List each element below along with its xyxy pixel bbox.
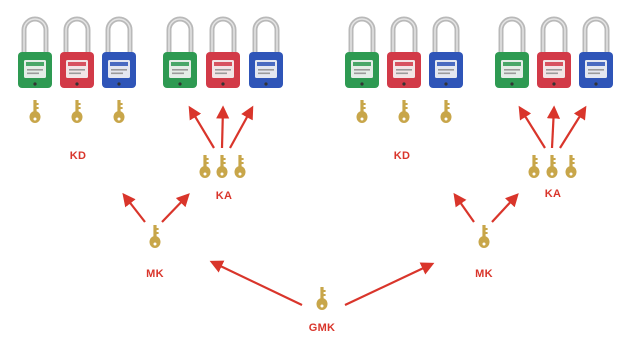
mk-key-icon [149, 225, 161, 248]
padlock-green [18, 16, 52, 88]
kd-key-icon [440, 100, 452, 123]
kd-key-icon [71, 100, 83, 123]
kd-key-icon [113, 100, 125, 123]
kd-key-icon [356, 100, 368, 123]
arrows-layer [122, 105, 587, 306]
ka-arrow [559, 105, 587, 149]
mk-arrow [122, 192, 146, 223]
gmk-arrow [344, 262, 435, 306]
mk-label-right: MK [475, 268, 493, 280]
ka-arrow [229, 105, 254, 149]
padlock-red [60, 16, 94, 88]
gmk-arrow [209, 260, 303, 306]
gmk-key-icon [316, 287, 328, 310]
padlock-blue [102, 16, 136, 88]
padlock-green [345, 16, 379, 88]
ka-key-icon [546, 155, 558, 178]
padlock-blue [249, 16, 283, 88]
padlocks-layer [18, 16, 613, 88]
padlock-red [206, 16, 240, 88]
padlock-blue [429, 16, 463, 88]
padlock-green [163, 16, 197, 88]
ka-key-icon [199, 155, 211, 178]
ka-key-icon [234, 155, 246, 178]
ka-key-icon [528, 155, 540, 178]
ka-key-icon [216, 155, 228, 178]
mk-key-icon [478, 225, 490, 248]
ka-arrow [188, 105, 215, 149]
ka-label-left: KA [215, 190, 233, 202]
ka-arrow [216, 105, 230, 149]
kd-label-right: KD [393, 150, 411, 162]
mk-label-left: MK [146, 268, 164, 280]
mk-arrow [161, 193, 190, 223]
padlock-red [537, 16, 571, 88]
ka-arrow [518, 105, 546, 149]
padlock-green [495, 16, 529, 88]
kd-key-icon [398, 100, 410, 123]
padlock-red [387, 16, 421, 88]
ka-label-right: KA [544, 188, 562, 200]
padlock-blue [579, 16, 613, 88]
kd-key-icon [29, 100, 41, 123]
mk-arrow [491, 193, 519, 223]
mk-arrow [453, 192, 475, 223]
keys-layer [29, 100, 577, 310]
kd-label-left: KD [69, 150, 87, 162]
ka-arrow [546, 105, 561, 149]
gmk-label: GMK [308, 322, 336, 334]
ka-key-icon [565, 155, 577, 178]
